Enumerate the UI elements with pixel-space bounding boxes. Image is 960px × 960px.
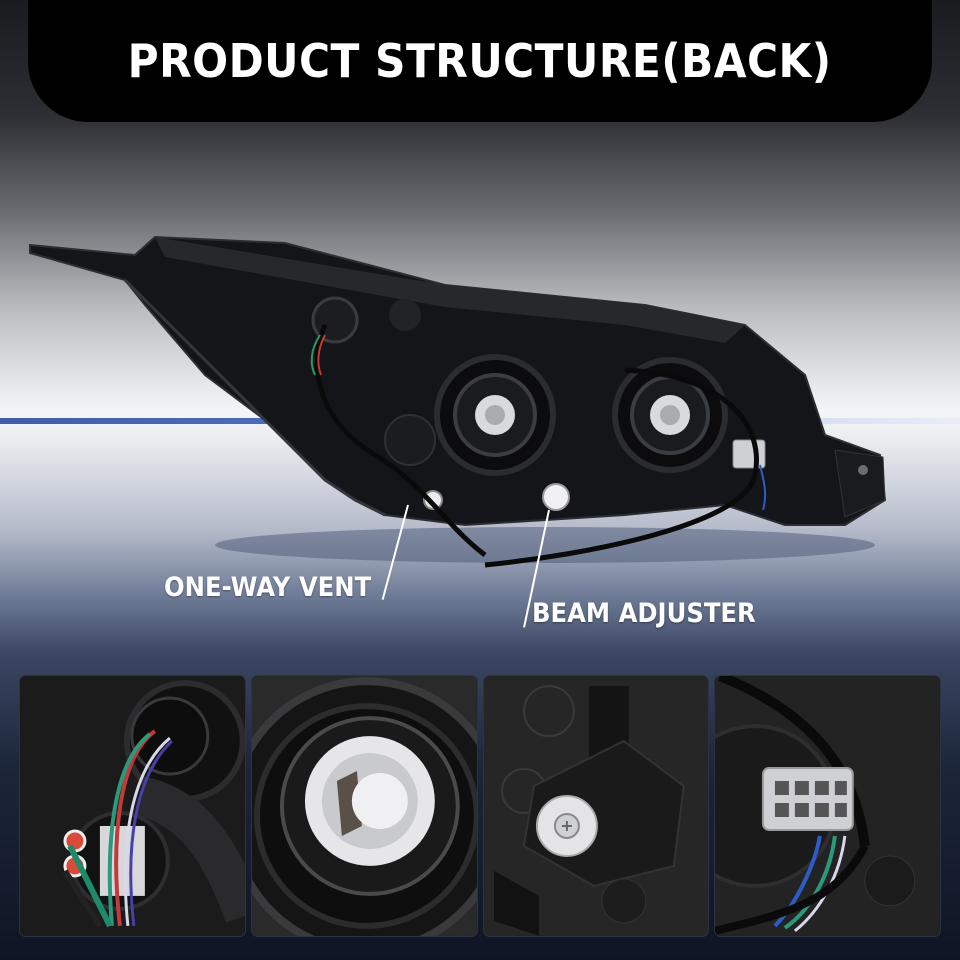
wire-socket-image xyxy=(20,676,245,936)
thumbnail-wire-connector xyxy=(715,676,940,936)
one-way-vent-label: ONE-WAY VENT xyxy=(164,572,372,603)
headlight-image xyxy=(29,235,887,568)
thumbnail-bulb-socket-wiring xyxy=(20,676,245,936)
thumbnail-beam-adjuster xyxy=(483,676,709,936)
bulb-holder-image xyxy=(251,676,477,936)
page-title: PRODUCT STRUCTURE(BACK) xyxy=(128,34,832,88)
adjuster-screw-image xyxy=(483,676,709,936)
title-banner: PRODUCT STRUCTURE(BACK) xyxy=(28,0,932,122)
connector-image xyxy=(715,676,940,936)
detail-thumbnail-row xyxy=(20,676,940,936)
beam-adjuster-label: BEAM ADJUSTER xyxy=(532,598,756,629)
thumbnail-bulb-holder xyxy=(251,676,477,936)
